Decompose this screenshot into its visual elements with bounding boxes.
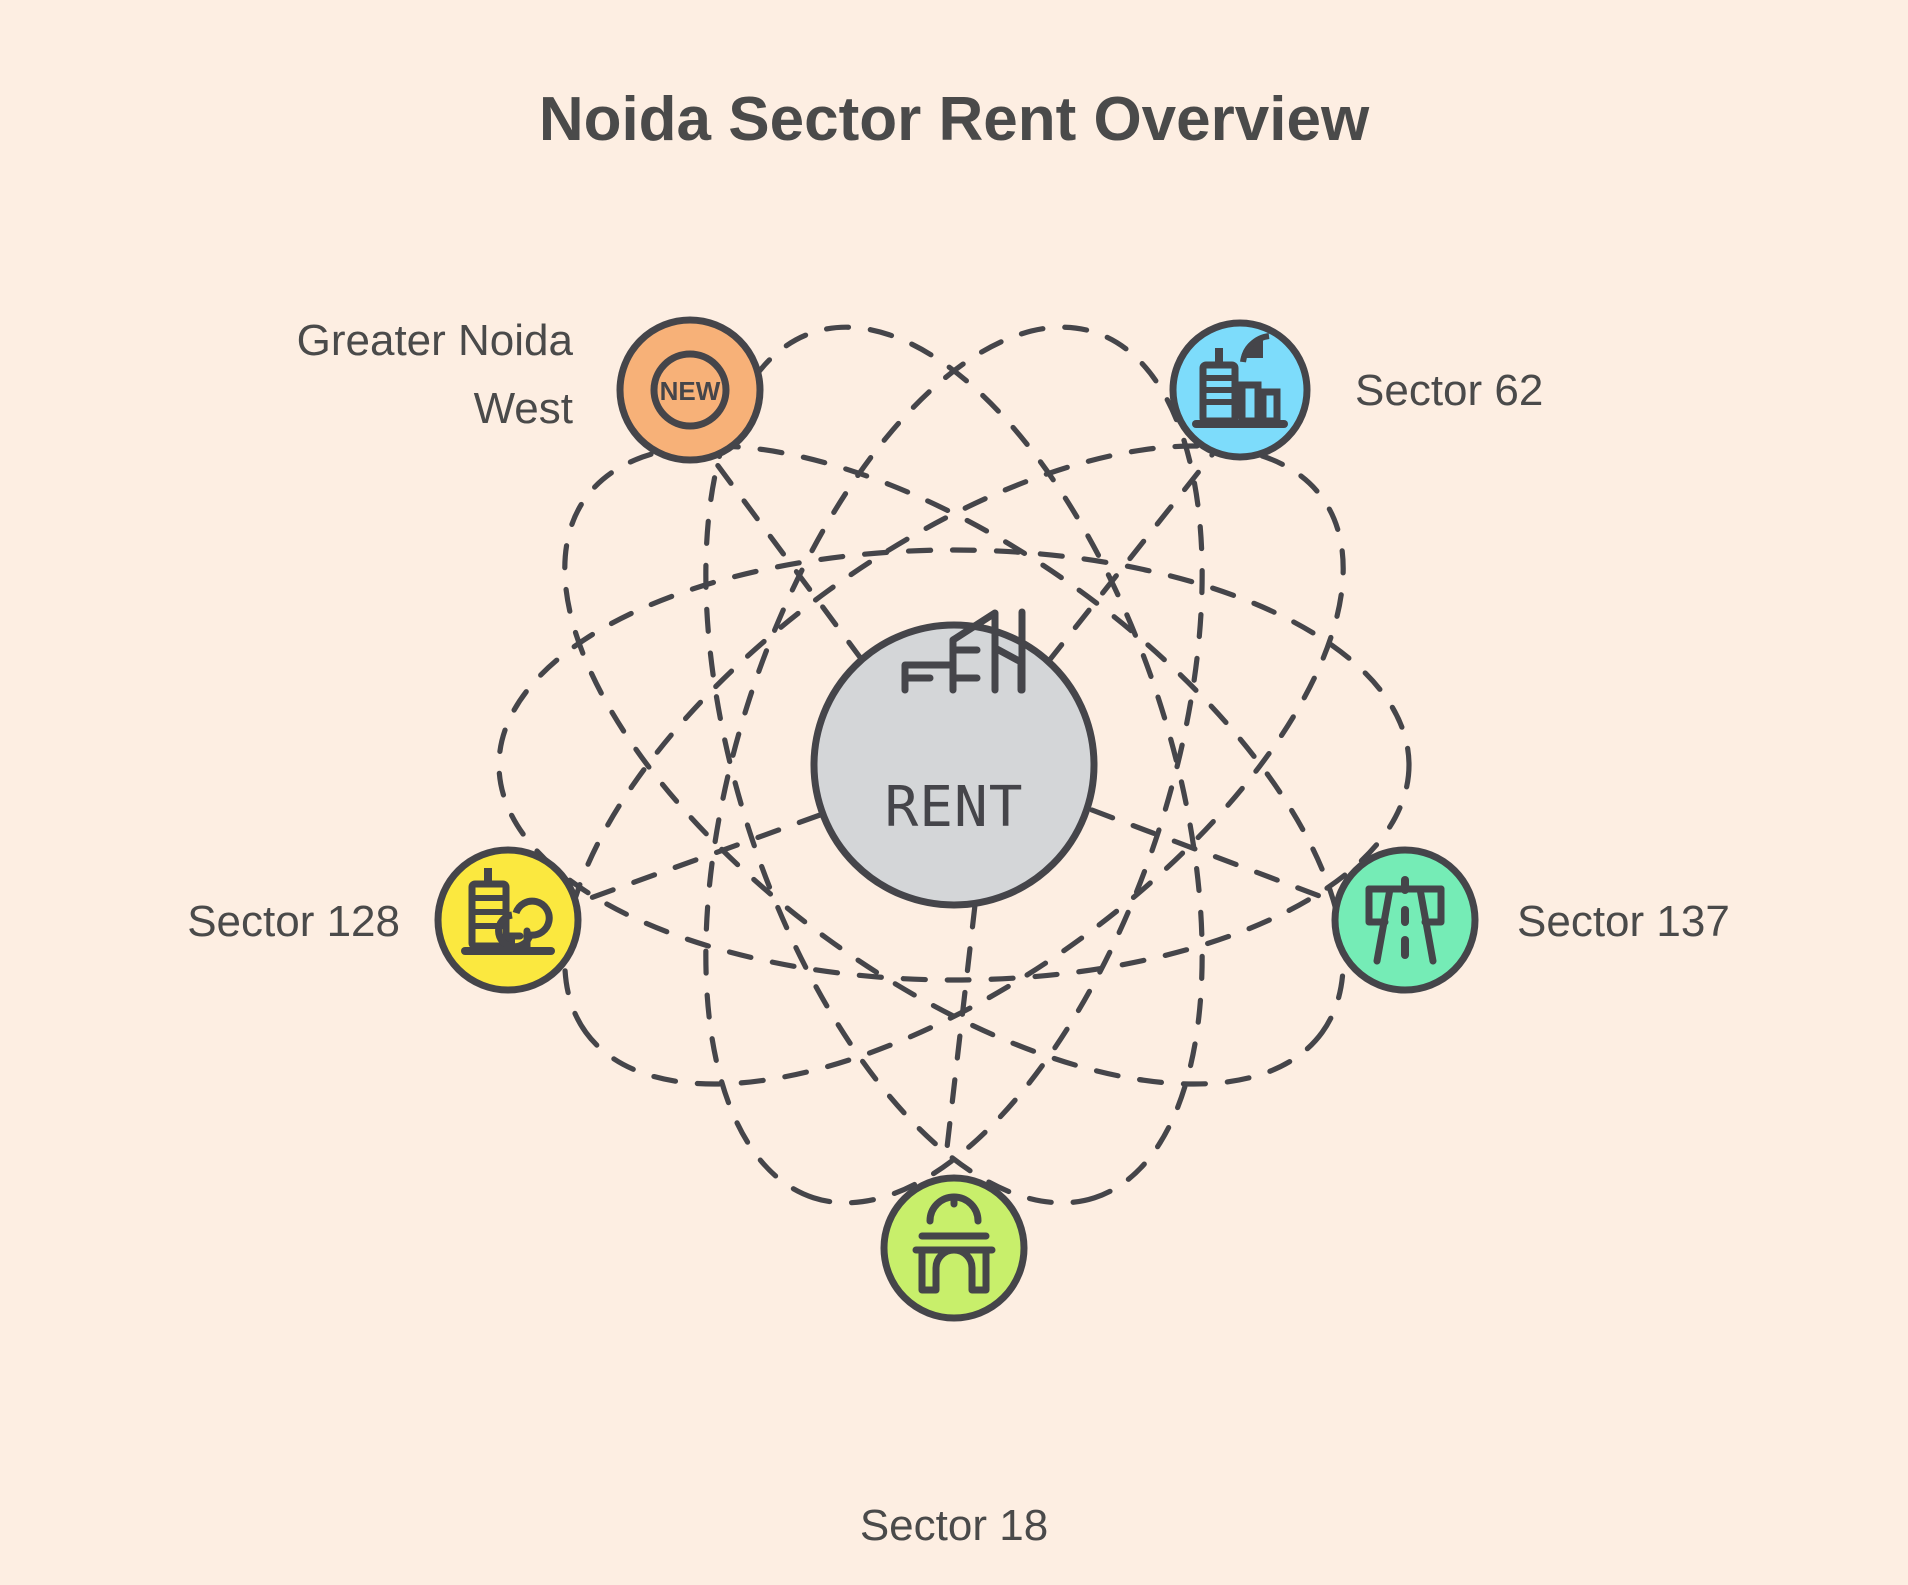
node-sector-62[interactable]: Sector 62 xyxy=(1169,319,1543,461)
orbit-ring-2 xyxy=(562,443,1346,1087)
new-badge-icon: NEW xyxy=(650,350,730,430)
orbit-ring-5 xyxy=(562,443,1346,1087)
orbit-group xyxy=(496,324,1412,1206)
node-sector-128[interactable]: Sector 128 xyxy=(187,846,582,994)
node-label-sector-137: Sector 137 xyxy=(1517,897,1730,946)
expressway-icon xyxy=(1365,876,1445,965)
buildings-icon xyxy=(901,608,1026,694)
center-node[interactable]: RENT xyxy=(810,608,1098,909)
node-circle-greater-noida-west[interactable] xyxy=(616,316,764,464)
building-park-icon xyxy=(461,868,555,955)
center-node-label: RENT xyxy=(885,775,1024,840)
city-skyline-icon xyxy=(1192,333,1288,428)
svg-text:NEW: NEW xyxy=(660,376,721,406)
node-label-sector-18: Sector 18 xyxy=(860,1501,1048,1550)
node-sector-18[interactable]: Sector 18 xyxy=(860,1174,1048,1550)
spoke-group xyxy=(582,452,1333,1168)
orbit-ring-4 xyxy=(703,324,1205,1206)
spoke-sector-62 xyxy=(1045,452,1215,665)
page-title: Noida Sector Rent Overview xyxy=(539,85,1370,154)
spoke-sector-18 xyxy=(942,902,978,1168)
spoke-sector-128 xyxy=(582,812,823,903)
node-label-sector-62: Sector 62 xyxy=(1355,366,1543,415)
orbit-ring-1 xyxy=(496,547,1412,983)
node-label-sector-128: Sector 128 xyxy=(187,897,400,946)
node-label-greater-noida-west-line1: Greater Noida xyxy=(297,316,574,365)
node-sector-137[interactable]: Sector 137 xyxy=(1331,846,1730,994)
spoke-sector-137 xyxy=(1089,807,1333,903)
center-node-circle[interactable] xyxy=(810,621,1098,909)
node-label-greater-noida-west-line2: West xyxy=(474,384,573,433)
orbit-ring-3 xyxy=(703,324,1205,1206)
node-greater-noida-west[interactable]: NEW Greater Noida West xyxy=(297,316,764,464)
spoke-greater-noida-west xyxy=(707,452,865,663)
india-gate-icon xyxy=(912,1193,996,1294)
